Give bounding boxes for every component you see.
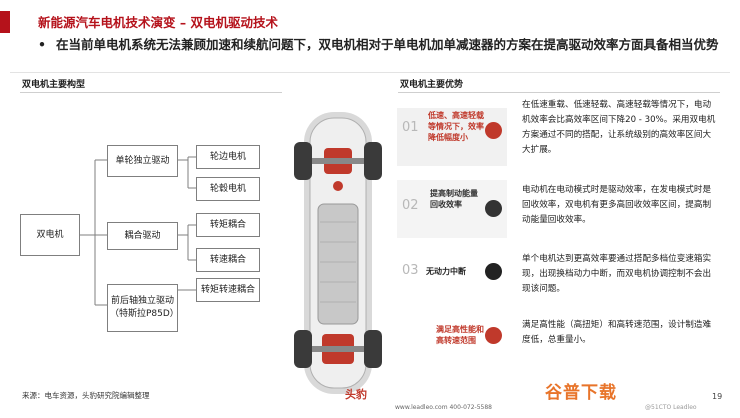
right-section-line: [398, 92, 720, 93]
title-accent-bar: [0, 11, 10, 33]
speed-icon: [485, 327, 502, 344]
tree-leaf-torque-speed-coupling: 转矩转速耦合: [196, 278, 260, 302]
advantage-1-label: 低速、高速轻载等情况下，效率降低幅度小: [428, 111, 484, 142]
tree-leaf-speed-coupling: 转速耦合: [196, 248, 260, 272]
page-number: 19: [712, 392, 723, 401]
brand-logo: 头豹: [345, 388, 367, 401]
watermark-text: 谷普下载: [545, 383, 617, 403]
summary-text: 在当前单电机系统无法兼顾加速和续航问题下，双电机相对于单电机加单减速器的方案在提…: [56, 37, 719, 52]
watermark-subtext: @51CTO Leadleo: [645, 404, 697, 411]
header-divider: [10, 72, 730, 73]
left-section-line: [20, 92, 282, 93]
bullet-dot-icon: •: [38, 37, 46, 52]
battery-icon: [485, 200, 502, 217]
advantage-2-description: 电动机在电动模式时是驱动效率，在发电模式时是回收效率，双电机有更多高回收效率区间…: [522, 185, 712, 225]
footer-contact[interactable]: www.leadleo.com 400-072-5588: [395, 404, 492, 411]
advantage-1-number: 01: [402, 120, 419, 135]
tree-leaf-in-wheel-motor: 轮毂电机: [196, 177, 260, 201]
advantage-3-label: 无动力中断: [426, 267, 466, 276]
advantage-3-number: 03: [402, 263, 419, 278]
tree-root: 双电机: [20, 214, 80, 256]
tree-group-single-wheel: 单轮独立驱动: [107, 145, 178, 177]
advantage-2-number: 02: [402, 198, 419, 213]
dual-motor-chassis-image: [294, 112, 382, 394]
summary-bullet: • 在当前单电机系统无法兼顾加速和续航问题下，双电机相对于单电机加单减速器的方案…: [38, 36, 728, 53]
slide-title: 新能源汽车电机技术演变 – 双电机驱动技术: [38, 15, 278, 30]
advantage-4-description: 满足高性能（高扭矩）和高转速范围，设计制造难度低，总重量小。: [522, 320, 712, 345]
tree-group-coupling: 耦合驱动: [107, 222, 178, 250]
tree-group-front-rear-axle: 前后轴独立驱动（特斯拉P85D）: [107, 284, 179, 332]
advantage-1-description: 在低速重载、低速轻载、高速轻载等情况下，电动机效率会比高效率区间下降20 - 3…: [522, 100, 716, 155]
source-note: 来源：电车资源，头豹研究院编辑整理: [22, 391, 150, 400]
left-section-title: 双电机主要构型: [22, 80, 86, 90]
tree-leaf-torque-coupling: 转矩耦合: [196, 213, 260, 237]
tree-leaf-hub-side-motor: 轮边电机: [196, 145, 260, 169]
engine-icon: [485, 122, 502, 139]
advantage-3-description: 单个电机达到更高效率要通过搭配多档位变速箱实现，出现换档动力中断，而双电机协调控…: [522, 254, 712, 294]
advantage-2-label: 提高制动能量回收效率: [430, 189, 478, 209]
advantage-4-label: 满足高性能和高转速范围: [436, 325, 484, 345]
gear-icon: [485, 263, 502, 280]
right-section-title: 双电机主要优势: [400, 80, 464, 90]
